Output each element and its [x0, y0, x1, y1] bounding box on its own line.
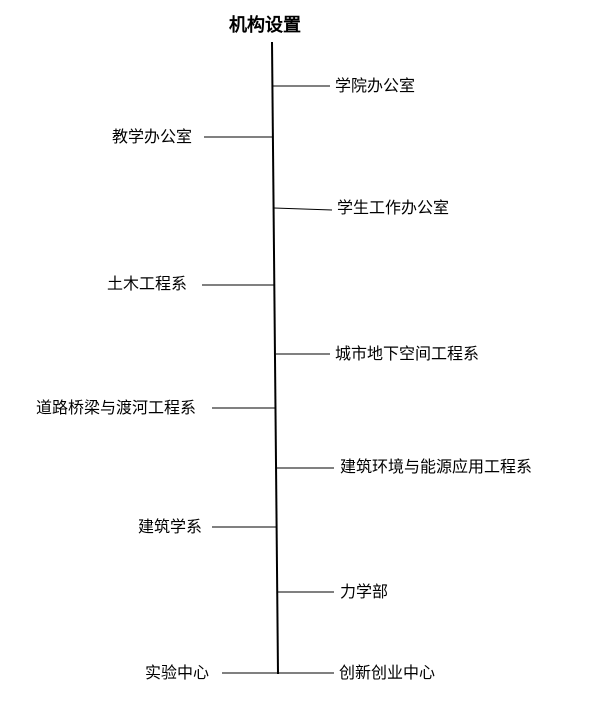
node-building-environment-dept: 建筑环境与能源应用工程系 [340, 457, 533, 476]
node-teaching-office: 教学办公室 [111, 127, 192, 146]
diagram-title: 机构设置 [229, 15, 301, 36]
node-innovation-center: 创新创业中心 [339, 663, 436, 682]
branch-line-right [273, 207, 333, 211]
node-civil-engineering-dept: 土木工程系 [106, 274, 187, 293]
node-mechanics-division: 力学部 [340, 582, 389, 601]
node-academic-office: 学院办公室 [335, 76, 416, 95]
node-student-affairs-office: 学生工作办公室 [337, 198, 450, 217]
node-urban-underground-dept: 城市地下空间工程系 [335, 344, 480, 363]
node-architecture-dept: 建筑学系 [137, 517, 202, 536]
node-experiment-center: 实验中心 [144, 663, 209, 682]
trunk-line [271, 41, 279, 675]
node-road-bridge-dept: 道路桥梁与渡河工程系 [35, 398, 196, 417]
